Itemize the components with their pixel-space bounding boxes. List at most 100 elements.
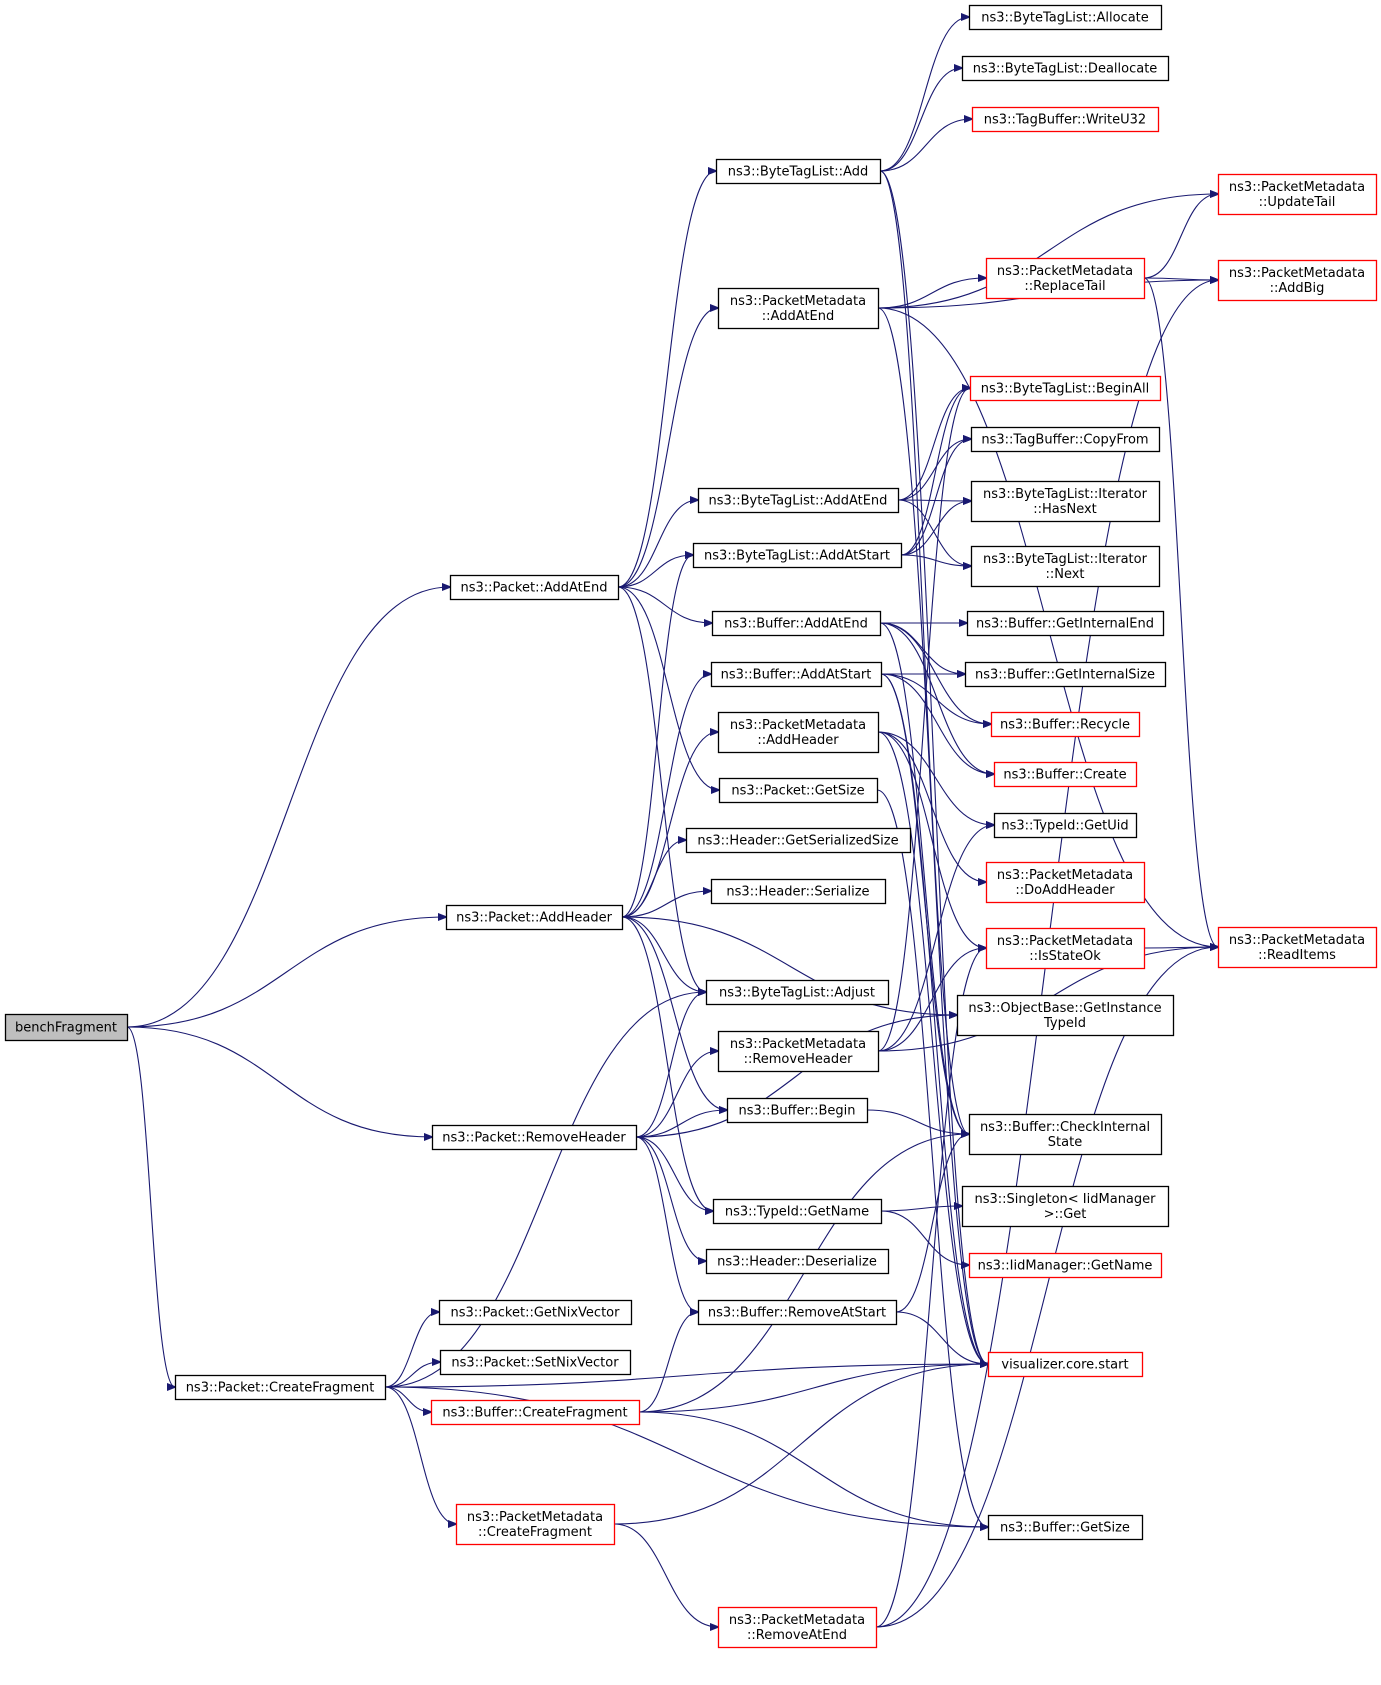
function-node-pm-remove-at-end[interactable]: ns3::PacketMetadata::RemoveAtEnd [717,1606,878,1649]
node-box [970,426,1161,453]
node-label: ns3::ByteTagList::Adjust [719,986,875,1001]
node-box [985,861,1146,904]
call-edge-add-at-end-to-pkt-get-size [617,586,719,790]
function-node-pm-do-add-header[interactable]: ns3::PacketMetadata::DoAddHeader [985,861,1146,904]
node-label: ns3::Buffer::AddAtEnd [724,617,868,632]
function-node-add-header[interactable]: ns3::Packet::AddHeader [445,904,624,931]
function-node-tb-write-u32[interactable]: ns3::TagBuffer::WriteU32 [971,106,1160,133]
function-node-pm-add-big[interactable]: ns3::PacketMetadata::AddBig [1217,259,1378,302]
function-node-bench-fragment[interactable]: benchFragment [4,1013,129,1042]
node-box [1217,926,1378,969]
function-node-pm-add-at-end[interactable]: ns3::PacketMetadata::AddAtEnd [717,287,880,330]
call-edge-remove-header-to-ob-get-instance-type-id [635,1015,957,1138]
call-edge-add-header-to-btl-add-at-start [621,555,693,918]
node-box [993,761,1138,788]
function-node-remove-header[interactable]: ns3::Packet::RemoveHeader [431,1124,638,1151]
call-edge-btl-add-to-tb-write-u32 [879,119,972,172]
node-label: ns3::PacketMetadata [997,934,1133,949]
function-node-tb-copy-from[interactable]: ns3::TagBuffer::CopyFrom [970,426,1161,453]
node-label: ::CreateFragment [478,1525,592,1540]
function-node-buf-recycle[interactable]: ns3::Buffer::Recycle [990,711,1141,738]
function-node-pm-add-header[interactable]: ns3::PacketMetadata::AddHeader [717,711,880,754]
function-node-buf-get-internal-size[interactable]: ns3::Buffer::GetInternalSize [964,661,1167,688]
node-box [705,1248,890,1275]
node-label: ::RemoveAtEnd [747,1628,847,1643]
call-edge-buf-add-at-start-to-buf-recycle [880,673,991,724]
node-box [961,1185,1170,1228]
node-box [970,545,1161,588]
call-edge-create-fragment-to-buf-create-fragment [384,1386,431,1412]
function-node-type-id-get-name[interactable]: ns3::TypeId::GetName [712,1198,883,1225]
node-label: ns3::Packet::AddHeader [456,911,612,926]
node-box [445,904,624,931]
node-label: ns3::Header::Serialize [726,885,869,900]
call-edge-remove-header-to-btl-adjust [635,992,706,1138]
function-node-it-has-next[interactable]: ns3::ByteTagList::Iterator::HasNext [970,480,1161,523]
function-node-create-fragment[interactable]: ns3::Packet::CreateFragment [174,1374,387,1401]
call-edge-btl-add-at-end-to-btl-begin-all [897,388,970,501]
node-box [438,1299,633,1326]
function-node-hdr-serialize[interactable]: ns3::Header::Serialize [710,878,887,905]
node-box [985,927,1146,970]
function-node-pkt-set-nix-vector[interactable]: ns3::Packet::SetNixVector [439,1349,632,1376]
node-box [4,1013,129,1042]
function-node-buf-get-internal-end[interactable]: ns3::Buffer::GetInternalEnd [966,610,1165,637]
function-node-buf-create[interactable]: ns3::Buffer::Create [993,761,1138,788]
function-node-add-at-end[interactable]: ns3::Packet::AddAtEnd [449,574,620,601]
function-node-btl-add[interactable]: ns3::ByteTagList::Add [715,158,882,185]
function-node-pm-replace-tail[interactable]: ns3::PacketMetadata::ReplaceTail [985,257,1146,300]
function-node-buf-remove-at-start[interactable]: ns3::Buffer::RemoveAtStart [697,1299,898,1326]
call-edge-add-header-to-type-id-get-name [621,916,713,1211]
function-node-iid-mgr-get-name[interactable]: ns3::IidManager::GetName [968,1252,1163,1279]
function-node-singleton-get[interactable]: ns3::Singleton< IidManager>::Get [961,1185,1170,1228]
function-node-buf-create-fragment[interactable]: ns3::Buffer::CreateFragment [430,1399,641,1426]
function-node-btl-allocate[interactable]: ns3::ByteTagList::Allocate [968,4,1163,31]
node-box [1217,259,1378,302]
function-node-pkt-get-nix-vector[interactable]: ns3::Packet::GetNixVector [438,1299,633,1326]
function-node-btl-adjust[interactable]: ns3::ByteTagList::Adjust [705,979,890,1006]
call-edge-btl-add-at-end-to-tb-copy-from [897,439,971,501]
function-node-buf-begin[interactable]: ns3::Buffer::Begin [726,1097,869,1124]
function-node-btl-add-at-end[interactable]: ns3::ByteTagList::AddAtEnd [697,487,900,514]
function-node-buf-add-at-start[interactable]: ns3::Buffer::AddAtStart [710,661,883,688]
node-box [956,994,1175,1037]
function-node-buf-get-size[interactable]: ns3::Buffer::GetSize [987,1514,1144,1541]
function-node-pm-create-fragment[interactable]: ns3::PacketMetadata::CreateFragment [455,1503,616,1546]
function-node-pm-read-items[interactable]: ns3::PacketMetadata::ReadItems [1217,926,1378,969]
call-edge-buf-add-at-end-to-buf-create [879,622,994,774]
function-node-pm-is-state-ok[interactable]: ns3::PacketMetadata::IsStateOk [985,927,1146,970]
node-box [717,711,880,754]
node-label: TypeId [1043,1016,1086,1031]
node-label: ns3::Buffer::RemoveAtStart [708,1306,886,1321]
call-edge-btl-add-at-start-to-it-has-next [900,501,971,556]
node-label: ns3::ObjectBase::GetInstance [968,1001,1161,1016]
call-edge-remove-header-to-pm-remove-header [635,1051,718,1138]
function-node-it-next[interactable]: ns3::ByteTagList::Iterator::Next [970,545,1161,588]
function-node-buf-add-at-end[interactable]: ns3::Buffer::AddAtEnd [711,610,882,637]
node-box [970,480,1161,523]
function-node-btl-begin-all[interactable]: ns3::ByteTagList::BeginAll [969,375,1162,402]
node-box [964,661,1167,688]
call-edge-buf-add-at-start-to-viz-start [880,673,988,1364]
node-label: ns3::ByteTagList::Deallocate [973,62,1158,77]
function-node-hdr-get-ser-size[interactable]: ns3::Header::GetSerializedSize [685,827,912,854]
call-edge-remove-header-to-type-id-get-name [635,1136,713,1211]
node-box [174,1374,387,1401]
node-label: ns3::Packet::AddAtEnd [461,581,608,596]
function-node-pkt-get-size[interactable]: ns3::Packet::GetSize [718,777,879,804]
function-node-btl-deallocate[interactable]: ns3::ByteTagList::Deallocate [961,55,1170,82]
call-edge-add-header-to-btl-adjust [621,916,706,992]
function-node-viz-start[interactable]: visualizer.core.start [987,1351,1144,1378]
function-node-pm-remove-header[interactable]: ns3::PacketMetadata::RemoveHeader [717,1030,880,1073]
function-node-pm-update-tail[interactable]: ns3::PacketMetadata::UpdateTail [1217,173,1378,216]
node-label: ::RemoveHeader [744,1052,854,1067]
function-node-hdr-deserialize[interactable]: ns3::Header::Deserialize [705,1248,890,1275]
function-node-type-id-get-uid[interactable]: ns3::TypeId::GetUid [993,812,1138,839]
call-edge-add-at-end-to-pm-add-at-end [617,308,718,588]
node-box [710,878,887,905]
function-node-btl-add-at-start[interactable]: ns3::ByteTagList::AddAtStart [692,542,903,569]
node-label: ns3::Header::Deserialize [717,1255,877,1270]
